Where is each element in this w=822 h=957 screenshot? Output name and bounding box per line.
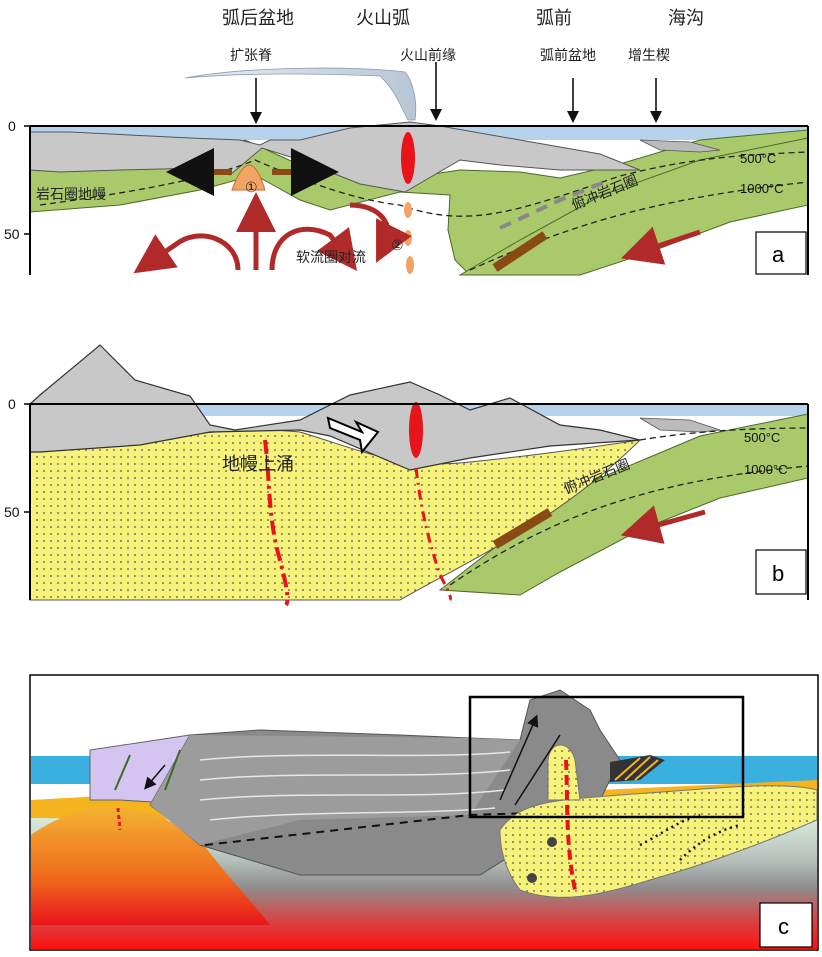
volcanic-magma-b (409, 402, 423, 458)
ridge-magma-a (231, 164, 266, 191)
marker-2: ② (391, 238, 404, 254)
label-spreading-ridge: 扩张脊 (230, 48, 272, 64)
accretionary-wedge-b (639, 417, 721, 433)
slab-top-line-a (499, 178, 611, 230)
diapir-c (547, 744, 581, 801)
isotherm-1000-b (449, 465, 809, 586)
hot-mantle-c (31, 807, 270, 925)
panel-c-text: c (778, 914, 789, 939)
magma-path-b2 (414, 467, 452, 602)
slab-arrow-a (492, 231, 548, 272)
panel-tag-a: a (772, 242, 785, 267)
magma-path-b1 (263, 439, 290, 607)
volcanic-plume-a (184, 67, 417, 121)
axis-0-a: 0 (8, 118, 16, 134)
convection-arrow-3 (269, 226, 357, 271)
convection-arrow-4 (349, 202, 412, 263)
axis-50-b: 50 (4, 504, 20, 520)
panel-tag-box-b (755, 549, 807, 595)
slab-arrow-b (492, 508, 553, 549)
label-trench: 海沟 (668, 8, 704, 29)
plate-motion-arrow-b (620, 505, 706, 544)
marker-1: ① (245, 180, 258, 196)
label-1000c-b: 1000°C (744, 462, 788, 477)
volcanic-magma-a (401, 132, 415, 184)
hollow-arrow-b (326, 416, 380, 455)
plate-motion-arrow-a (621, 226, 701, 265)
magma-blob-a2 (404, 230, 412, 246)
highlight-box-c (468, 695, 745, 819)
convection-arrow-1 (133, 233, 241, 274)
label-asthenosphere-flow: 软流圈对流 (296, 250, 366, 266)
label-accretionary-wedge: 增生楔 (628, 48, 670, 64)
label-500c-a: 500°C (740, 151, 776, 166)
label-lithosphere-mantle: 岩石圈地幔 (36, 187, 106, 203)
label-forearc: 弧前 (536, 8, 572, 29)
magma-blob-a1 (404, 202, 412, 218)
accretionary-wedge-a (639, 139, 721, 153)
panel-tag-box-c (759, 902, 813, 948)
panel-b (24, 344, 809, 607)
label-mantle-upwelling: 地幔上涌 (222, 454, 294, 475)
label-volcanic-front: 火山前缘 (400, 47, 456, 64)
panel-a (24, 62, 809, 276)
magma-path-c (564, 759, 577, 891)
panel-tag-c: c (778, 914, 789, 939)
label-500c-b: 500°C (744, 430, 780, 445)
axis-0-b: 0 (8, 396, 16, 412)
label-1000c-a: 1000°C (740, 181, 784, 196)
label-back-arc-basin: 弧后盆地 (222, 8, 294, 29)
magma-blob-a3 (406, 256, 414, 274)
isotherm-500-b (639, 427, 809, 441)
panel-tag-box-a (755, 231, 807, 275)
panel-c (29, 674, 819, 951)
label-volcanic-arc: 火山弧 (356, 8, 410, 29)
label-forearc-basin: 弧前盆地 (540, 47, 596, 64)
upwelling-c (499, 785, 818, 898)
panel-tag-b: b (772, 561, 784, 586)
axis-50-a: 50 (4, 226, 20, 242)
crust-b (29, 344, 641, 471)
